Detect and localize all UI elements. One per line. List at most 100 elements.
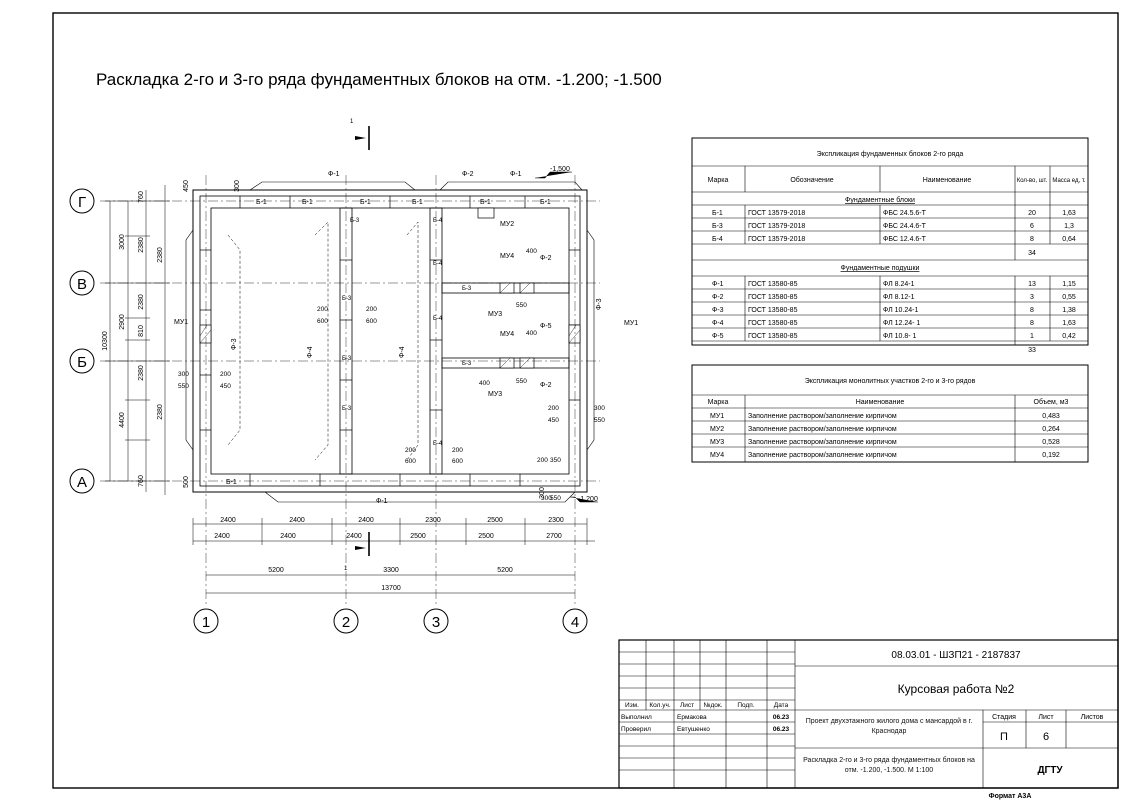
block-label: Б-4 [433, 261, 443, 267]
stamp-checked-date: 06.23 [773, 726, 790, 733]
cell: 0,55 [1062, 294, 1076, 301]
cell: Заполнение раствором/заполнение кирпичом [748, 413, 897, 420]
small-dim: 200 [405, 447, 416, 454]
dim-left-offset-2: 300 [234, 180, 241, 192]
svg-text:А: А [77, 474, 87, 491]
cell: ФБС 24.4.6-Т [883, 223, 927, 230]
axis-bubble-4: 4 [562, 608, 588, 634]
small-dim: 550 [594, 417, 605, 424]
dim-left-overall: 10300 [102, 331, 109, 351]
drawing-title: Раскладка 2-го и 3-го ряда фундаментных … [96, 70, 662, 89]
stamp-sheet-no: 6 [1043, 731, 1049, 743]
cell: 13 [1028, 281, 1036, 288]
dim-bottom-r2-1: 2400 [214, 533, 230, 540]
stamp-col-header: Лист [680, 702, 694, 709]
stamp-checked-label: Проверил [621, 726, 651, 733]
block-label: Б-3 [462, 286, 472, 292]
rows-blocks: Б-1 ГОСТ 13579-2018 ФБС 24.5.6-Т 20 1,63… [712, 210, 1076, 257]
cell: ФБС 24.5.6-Т [883, 210, 927, 217]
axis-bubble-g: Г [69, 188, 95, 214]
dim-bottom-r1-1: 2400 [220, 517, 236, 524]
sheet-frame [52, 12, 1119, 789]
cell: 6 [1030, 223, 1034, 230]
cell: Б-3 [712, 223, 723, 230]
axis-bubble-1: 1 [193, 608, 219, 634]
cell: ФБС 12.4.6-Т [883, 236, 927, 243]
spec-mono-table: Экспликация монолитных участков 2-го и 3… [691, 364, 1089, 463]
small-dim: 200 [452, 447, 463, 454]
block-label: Б-4 [433, 316, 443, 322]
dim-left-offset-4: 300 [539, 487, 546, 499]
cell: 1,63 [1062, 210, 1076, 217]
small-dim: 200 [537, 457, 548, 464]
mu-label: МУ4 [500, 253, 514, 260]
cell: 8 [1030, 307, 1034, 314]
block-joints [200, 196, 580, 486]
outer-wall-outline-inner [199, 195, 581, 487]
cell: 8 [1030, 236, 1034, 243]
dim-bottom-r2-3: 2400 [346, 533, 362, 540]
block-label: Б-4 [433, 441, 443, 447]
small-dim: 400 [526, 248, 537, 255]
stamp-stage: П [1000, 731, 1008, 743]
dim-left-offset-1: 450 [183, 180, 190, 192]
dim-left-outer-2: 2900 [119, 314, 126, 330]
dim-bottom-r2-6: 2700 [546, 533, 562, 540]
dim-bottom-overall: 13700 [381, 585, 401, 592]
dim-left-inner-6: 2380 [138, 365, 145, 381]
title-block: 08.03.01 - ШЗП21 - 2187837 Курсовая рабо… [618, 639, 1119, 789]
mu-labels: МУ1 МУ1 МУ2 МУ3 МУ3 МУ4 МУ4 [174, 221, 638, 398]
section-arrow-top [355, 136, 366, 140]
stamp-performed-label: Выполнил [621, 714, 652, 721]
block-label: Б-3 [342, 356, 352, 362]
cell: Б-1 [712, 210, 723, 217]
group-label: Фундаментные блоки [845, 196, 915, 204]
svg-text:1: 1 [202, 614, 210, 631]
cell: 1,63 [1062, 320, 1076, 327]
small-dim: 200 [366, 306, 377, 313]
cell: 8 [1030, 320, 1034, 327]
mu-label: МУ3 [488, 391, 502, 398]
outer-wall-outline [192, 189, 588, 493]
cushion-label: Ф-2 [540, 382, 552, 389]
stamp-code: 08.03.01 - ШЗП21 - 2187837 [891, 650, 1021, 661]
rows-cushions: Ф-1 ГОСТ 13580-85 ФЛ 8.24-1 13 1,15 Ф-2 … [712, 281, 1076, 354]
cushion-label: Ф-2 [540, 255, 552, 262]
dim-bottom-axis-3: 5200 [497, 567, 513, 574]
cell: ФЛ 8.24-1 [883, 281, 915, 288]
cushion-outline-bottom [264, 491, 576, 503]
cell: 20 [1028, 210, 1036, 217]
small-dim: 200 [317, 306, 328, 313]
dim-left-inner-3: 2380 [138, 294, 145, 310]
mu-label: МУ1 [624, 320, 638, 327]
block-label: Б-1 [226, 479, 237, 486]
mu-label: МУ4 [500, 331, 514, 338]
stamp-project: Проект двухэтажного жилого дома с мансар… [805, 718, 973, 735]
spec-blocks-title: Экспликация фундаменных блоков 2-го ряда [817, 150, 964, 158]
cell: Ф-1 [712, 281, 724, 288]
col-header: Марка [708, 399, 729, 406]
small-dim: 550 [550, 495, 561, 502]
svg-text:2: 2 [342, 614, 350, 631]
cushion-dash-axis-3 [406, 221, 419, 461]
block-label: Б-1 [302, 199, 313, 206]
cell: МУ2 [710, 426, 724, 433]
axis-bubble-2: 2 [333, 608, 359, 634]
axis-bubble-a: А [69, 468, 95, 494]
hatching [199, 282, 581, 369]
block-label: Б-3 [342, 296, 352, 302]
block-label: Б-1 [480, 199, 491, 206]
svg-text:Г: Г [78, 194, 86, 211]
small-dim: 550 [516, 302, 527, 309]
dim-bottom-r2-2: 2400 [280, 533, 296, 540]
cell: МУ1 [710, 413, 724, 420]
cell: Заполнение раствором/заполнение кирпичом [748, 452, 897, 459]
small-dim: 400 [479, 380, 490, 387]
small-dim: 450 [220, 383, 231, 390]
cushion-label: Ф-1 [510, 171, 522, 178]
col-header: Масса ед, т. [1052, 178, 1086, 184]
axis-bubble-b: Б [69, 348, 95, 374]
block-label: Б-3 [342, 406, 352, 412]
dim-left-inner-7: 2380 [157, 247, 164, 263]
